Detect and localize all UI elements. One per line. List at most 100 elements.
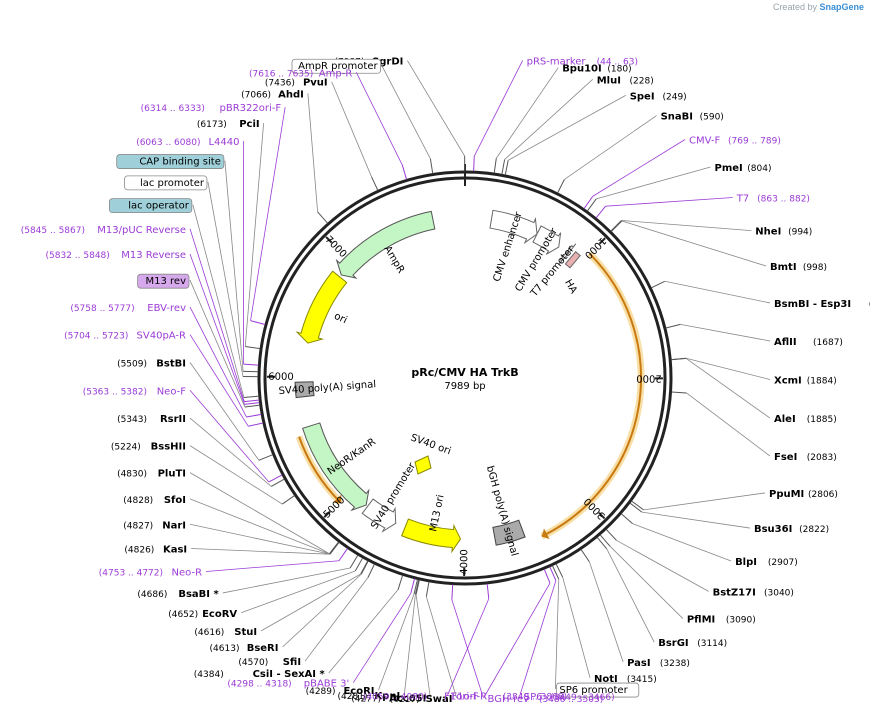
plasmid-title: pRc/CMV HA TrkB (411, 366, 518, 379)
leader-line (244, 123, 265, 347)
leader-tick (354, 557, 364, 572)
site-name: RsrII (160, 414, 186, 425)
leader-tick (501, 159, 506, 175)
leader-line (407, 60, 465, 157)
feature-label: SV40 ori (409, 432, 452, 457)
site-label-nhei: NheI(994) (755, 227, 812, 238)
site-coord: (590) (700, 113, 724, 123)
leader-tick (605, 529, 617, 541)
leader-tick (473, 156, 475, 172)
site-label-sfii: SfiI(4570) (238, 657, 301, 668)
site-coord: (998) (803, 263, 827, 273)
site-coord: (5343) (117, 415, 147, 425)
leader-tick (665, 323, 681, 329)
site-name: NotI (594, 674, 618, 685)
leader-tick (631, 500, 644, 511)
site-coord: (5704 .. 5723) (64, 332, 128, 342)
leader-line (415, 594, 431, 698)
leader-tick (429, 158, 434, 174)
feature-sv40-poly-a-signal (294, 381, 315, 399)
site-label-ampr-promoter: AmpR promoter (291, 58, 382, 74)
leader-line (483, 582, 551, 699)
leader-line (191, 548, 330, 555)
feature-t7-promoter (558, 243, 577, 265)
leader-line (508, 95, 626, 161)
creator-text: Created by (772, 2, 817, 12)
site-label-stui: StuI(4616) (194, 627, 257, 638)
site-label-bmti: BmtI (998) (770, 262, 827, 273)
site-coord: (228) (630, 76, 654, 86)
site-coord: (44 .. 63) (597, 58, 638, 68)
site-label-m13-reverse: M13 Reverse(5832 .. 5848) (46, 250, 186, 261)
site-coord: (3849 .. 3868) (503, 692, 567, 702)
site-name: pBR322ori-F (220, 103, 282, 114)
site-label-l4440: L4440(6063 .. 6080) (136, 137, 239, 148)
leader-tick (397, 575, 404, 590)
leader-line (680, 323, 771, 342)
site-name: Neo-R (172, 567, 203, 578)
site-name: Amp-R (319, 68, 353, 79)
site-label-pvui: PvuI(7436) (265, 78, 328, 89)
site-coord: (6063 .. 6080) (136, 138, 200, 148)
site-coord: (1885) (807, 415, 837, 425)
leader-tick (596, 536, 608, 550)
leader-line (621, 220, 767, 267)
site-label-noti: NotI(3415) (594, 674, 657, 685)
leader-tick (651, 280, 666, 289)
leader-line (495, 67, 559, 159)
site-label-sfoi: SfoI(4828) (123, 495, 186, 506)
feature-label: HA (562, 278, 579, 296)
site-label-ecori: EcoRI(4289) (306, 686, 375, 697)
leader-line (189, 280, 246, 408)
site-coord: (3486 .. 3503) (539, 695, 603, 705)
leader-line (189, 253, 245, 405)
label-box (137, 273, 190, 289)
site-name: StuI (234, 627, 257, 638)
site-label-f1ori-r: F1ori-R(3849 .. 3868) (451, 691, 567, 702)
site-name: MluI (597, 75, 621, 86)
leader-tick (493, 158, 497, 174)
site-coord: (4059 .. 4080) (363, 692, 427, 702)
site-name: pRS-marker (527, 57, 587, 68)
leader-line (207, 181, 244, 377)
leader-tick (610, 220, 622, 232)
site-label-acc65i: Acc65I(4277) (351, 694, 426, 705)
leader-line (241, 570, 356, 614)
site-label-bseri: BseRI(4613) (210, 643, 279, 654)
site-label-bstz17i: BstZ17I(3040) (713, 587, 794, 598)
feature-label: M13 ori (428, 494, 446, 533)
leader-line (609, 545, 684, 619)
site-label-bstbi: BstBI(5509) (117, 358, 186, 369)
leader-tick (243, 395, 259, 398)
creator-credit: Created by SnapGene (773, 2, 864, 12)
leader-tick (244, 402, 260, 405)
feature-label: AmpR (381, 244, 406, 275)
site-coord: (4828) (123, 496, 153, 506)
leader-line (519, 580, 557, 696)
site-name: EcoRI (343, 686, 374, 697)
site-coord: (180) (607, 65, 631, 75)
site-coord: (5509) (117, 359, 147, 369)
snapgene-logo: SnapGene (819, 2, 864, 12)
site-coord: (4753 .. 4772) (99, 568, 163, 578)
site-coord: (4830) (117, 470, 147, 480)
orf-arc (298, 436, 342, 504)
leader-tick (557, 179, 565, 194)
leader-line (189, 306, 247, 418)
site-name: BseRI (247, 643, 279, 654)
site-name: BmtI (770, 262, 797, 273)
site-name: BsaBI * (178, 589, 219, 600)
site-coord: (3238) (660, 659, 690, 669)
site-name: SV40pA-R (137, 331, 186, 342)
leader-tick (586, 198, 597, 212)
leader-line (192, 204, 245, 398)
site-label-swai: SwaI(4217) (390, 694, 453, 705)
leader-tick (580, 549, 590, 563)
site-label-aflii: AflII(1687) (774, 337, 843, 348)
site-name: NarI (162, 520, 186, 531)
leader-tick (317, 211, 328, 224)
leader-tick (410, 578, 415, 594)
leader-line (189, 334, 249, 427)
leader-line (451, 599, 483, 696)
leader-tick (629, 502, 643, 513)
